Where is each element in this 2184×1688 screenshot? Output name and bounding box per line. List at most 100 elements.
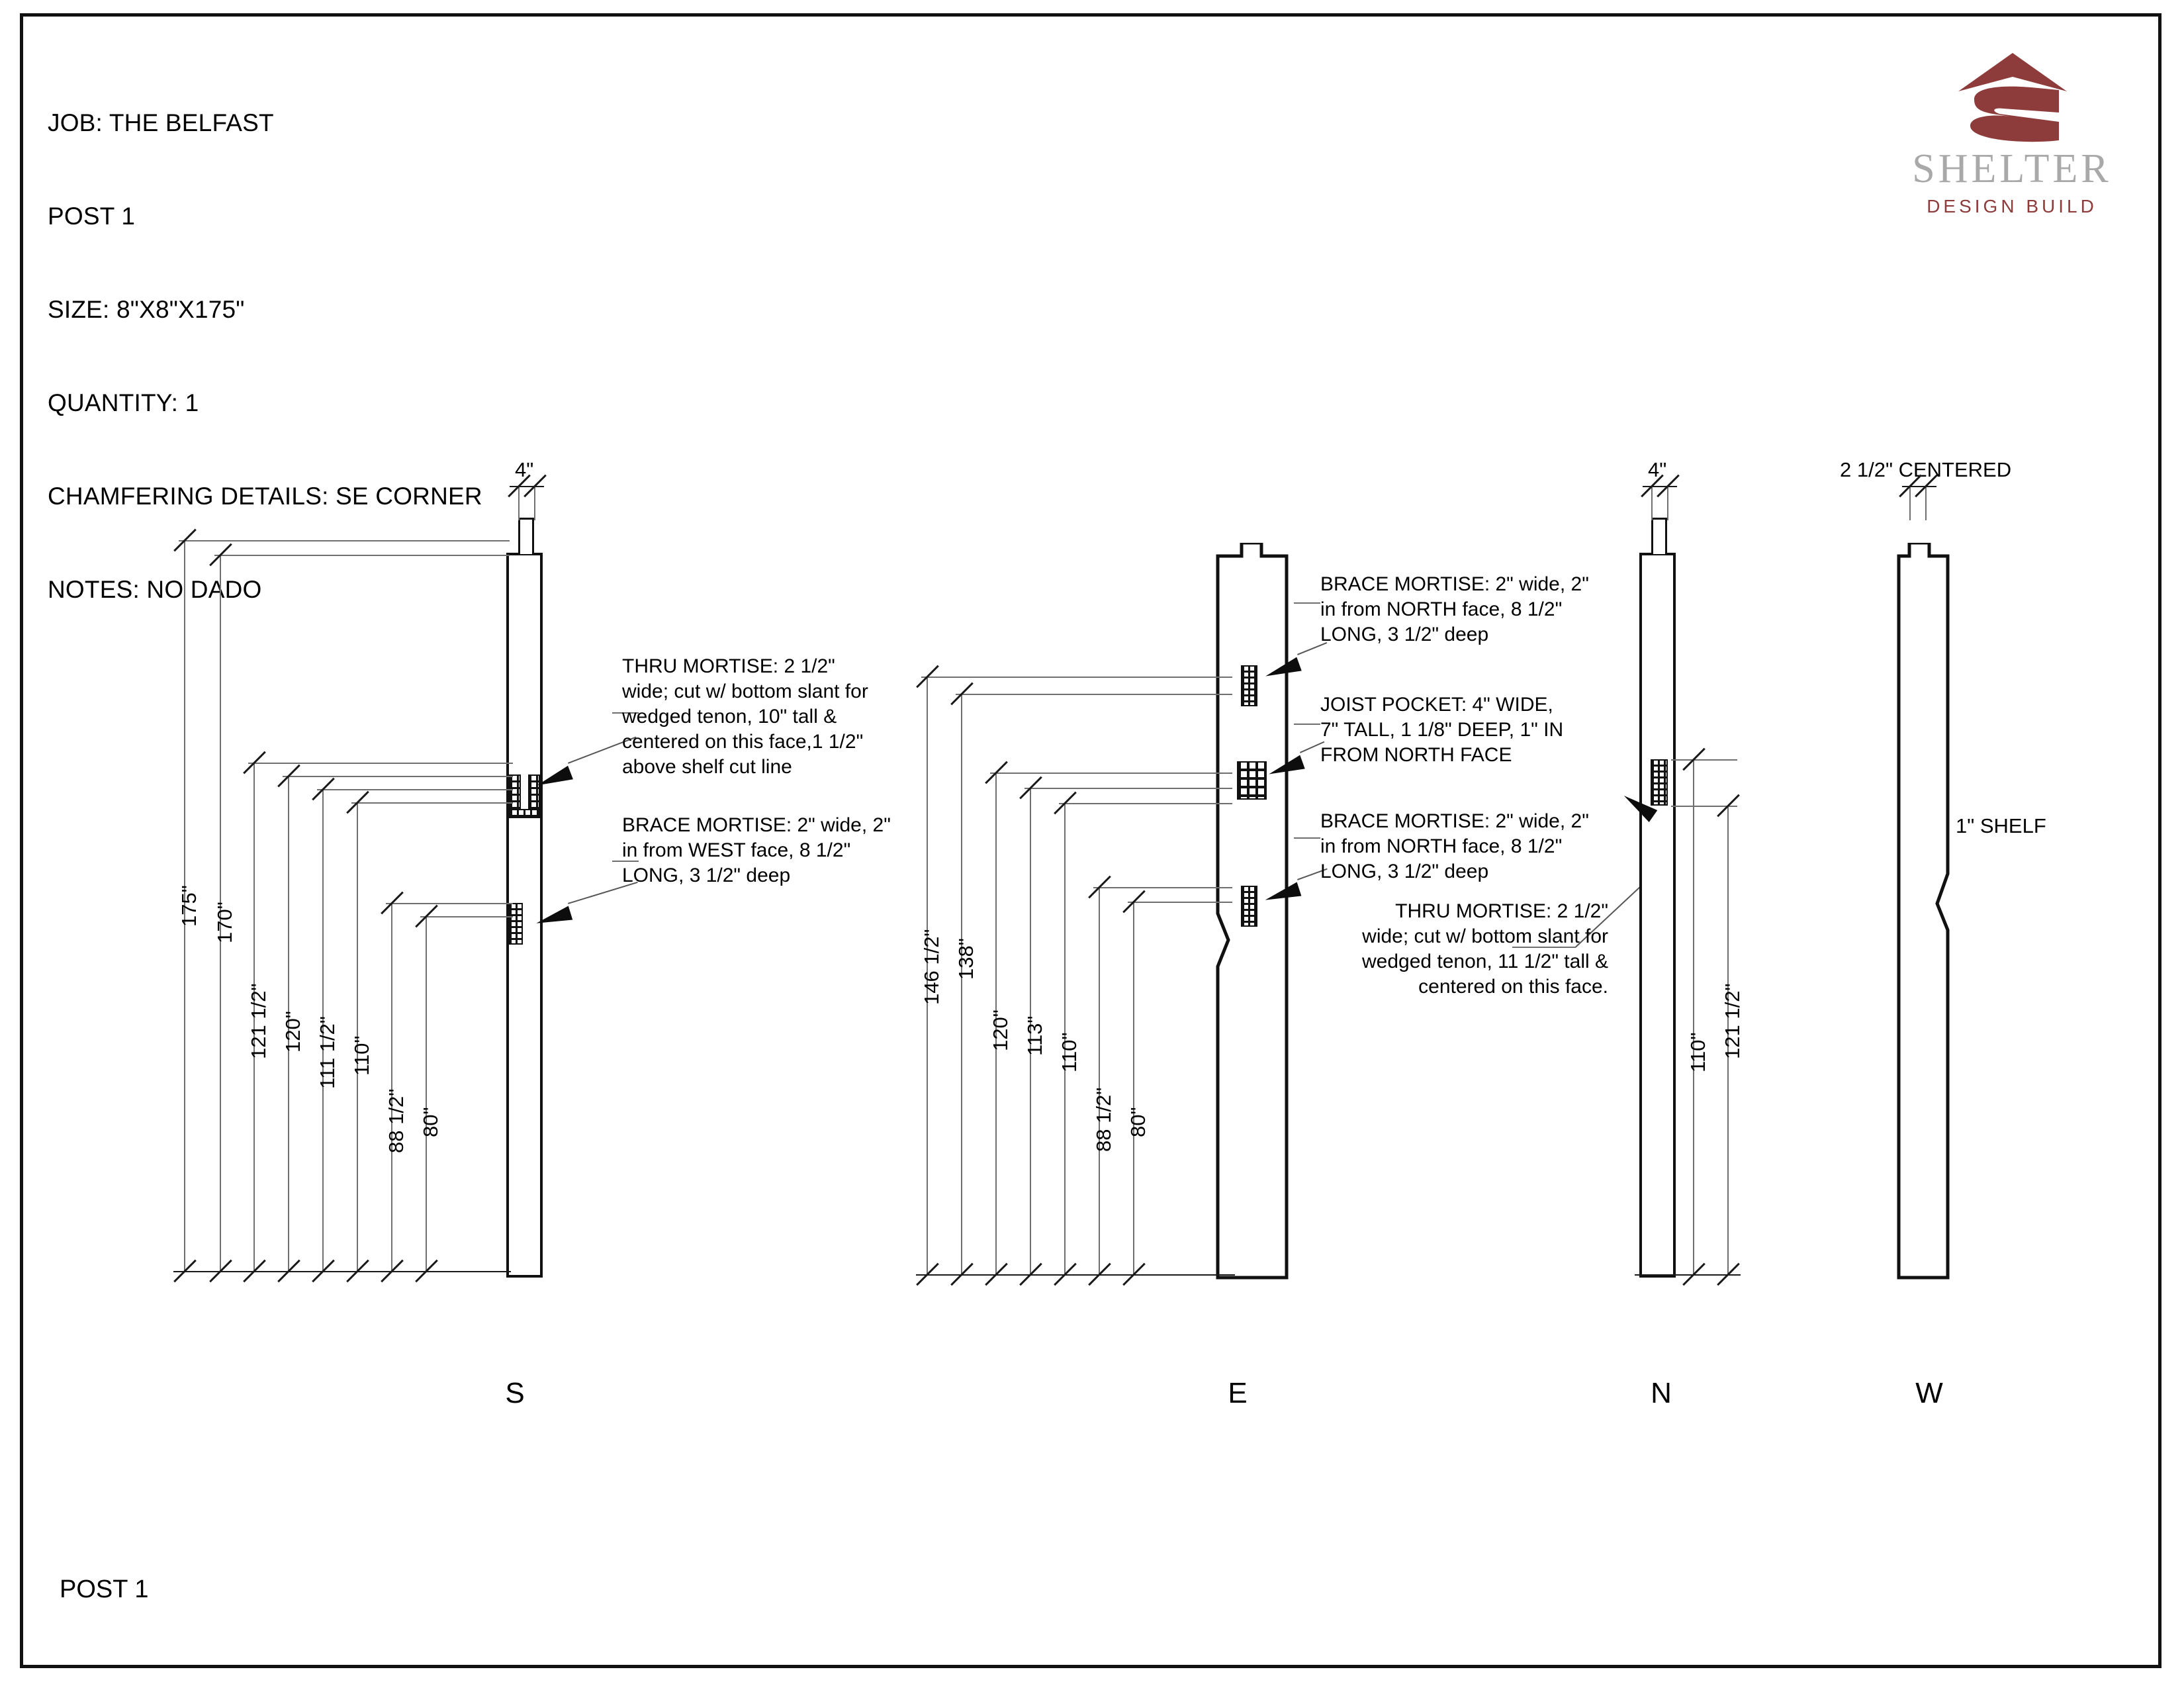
- tenon-dim-label-south: 4": [515, 458, 534, 481]
- dim-value-south-6: 88 1/2": [385, 1088, 408, 1153]
- dim-ext-line-7-south: [391, 903, 392, 1271]
- dim-line-88h-south: [386, 903, 513, 904]
- footer-post-label: POST 1: [60, 1575, 149, 1603]
- leader-stub-brace-mortise-south: [612, 861, 639, 862]
- dim-ext-line-7-east: [1133, 902, 1134, 1274]
- dim-ext-line-6-south: [357, 802, 358, 1271]
- post-outline-west: [1897, 543, 1950, 1280]
- brace-mortise-hatch-top-east: [1241, 665, 1257, 706]
- logo-tagline: DESIGN BUILD: [1927, 196, 2097, 216]
- dim-value-south-5: 110": [350, 1035, 373, 1076]
- tenon-ext-line-left-north: [1651, 486, 1653, 520]
- dim-line-110-east: [1059, 803, 1232, 804]
- tenon-dim-label-north: 4": [1648, 458, 1667, 481]
- leader-stub-brace-bottom-east: [1294, 837, 1320, 839]
- dim-ext-line-3-south: [253, 763, 255, 1271]
- leader-stub-thru-mortise-south: [612, 712, 639, 714]
- tenon-ext-line-left-west: [1909, 486, 1911, 520]
- dim-line-113-east: [1024, 788, 1232, 789]
- note-joist-pocket-east: JOIST POCKET: 4" WIDE, 7" TALL, 1 1/8" D…: [1320, 694, 1564, 766]
- title-job: JOB: THE BELFAST: [48, 109, 274, 136]
- dim-baseline-south: [173, 1271, 511, 1272]
- leader-stub-brace-top-east: [1294, 602, 1320, 604]
- dim-value-south-7: 80": [419, 1107, 442, 1138]
- dim-ext-line-8-south: [426, 916, 427, 1271]
- shelf-label-west: 1" SHELF: [1956, 814, 2046, 837]
- note-brace-mortise-top-east: BRACE MORTISE: 2" wide, 2" in from NORTH…: [1320, 573, 1589, 645]
- dim-ext-line-3-east: [995, 773, 997, 1274]
- tenon-dim-line-west: [1902, 486, 1936, 487]
- tenon-ext-line-right-south: [534, 486, 535, 520]
- title-notes: NOTES: NO DADO: [48, 576, 262, 603]
- dim-baseline-north: [1635, 1274, 1741, 1276]
- dim-line-138-east: [956, 694, 1232, 695]
- dim-ext-line-5-east: [1064, 803, 1066, 1274]
- dim-ext-line-6-east: [1099, 887, 1100, 1274]
- dim-value-north-0: 110": [1686, 1032, 1709, 1072]
- dim-line-88h-east: [1093, 887, 1232, 888]
- dim-ext-line-1-east: [927, 677, 928, 1274]
- leader-stub-thru-mortise-east: [1512, 947, 1576, 948]
- dim-ext-line-1-north: [1693, 759, 1694, 1274]
- tenon-dim-line-south: [510, 486, 544, 487]
- dim-line-110-north: [1671, 759, 1737, 761]
- dim-value-south-0: 175": [177, 885, 201, 927]
- dim-value-north-1: 121 1/2": [1721, 983, 1744, 1059]
- dim-value-east-5: 88 1/2": [1092, 1087, 1115, 1152]
- tenon-ext-line-left-south: [518, 486, 520, 520]
- title-size: SIZE: 8"X8"X175": [48, 296, 245, 323]
- view-label-west: W: [1915, 1377, 1943, 1409]
- dim-ext-line-2-south: [220, 555, 221, 1271]
- dim-baseline-east: [916, 1274, 1235, 1276]
- title-block: JOB: THE BELFAST POST 1 SIZE: 8"X8"X175"…: [48, 45, 482, 667]
- logo-wordmark: SHELTER: [1912, 146, 2112, 191]
- dim-line-121h-north: [1671, 806, 1737, 807]
- post-tenon-south: [518, 518, 534, 554]
- dim-ext-line-2-north: [1727, 806, 1729, 1274]
- dim-line-110-south: [351, 802, 513, 804]
- dim-ext-line-5-south: [322, 789, 324, 1271]
- tenon-dim-line-north: [1643, 486, 1677, 487]
- dim-ext-line-4-east: [1030, 788, 1031, 1274]
- note-brace-mortise-bottom-east: BRACE MORTISE: 2" wide, 2" in from NORTH…: [1320, 810, 1589, 882]
- note-brace-mortise-south: BRACE MORTISE: 2" wide, 2" in from WEST …: [622, 814, 891, 886]
- dim-value-south-1: 170": [213, 902, 236, 943]
- dim-value-east-1: 138": [954, 938, 978, 980]
- dim-value-south-2: 121 1/2": [247, 983, 270, 1059]
- title-quantity: QUANTITY: 1: [48, 389, 199, 416]
- post-tenon-north: [1651, 518, 1667, 554]
- dim-value-east-4: 110": [1058, 1032, 1081, 1072]
- brace-mortise-hatch-south: [508, 903, 523, 945]
- brace-mortise-hatch-bottom-east: [1241, 886, 1257, 927]
- thru-mortise-hatch-north: [1651, 759, 1668, 806]
- dim-value-east-0: 146 1/2": [920, 929, 943, 1005]
- dim-line-80-south: [420, 916, 513, 917]
- dim-line-121h-south: [248, 763, 513, 764]
- dim-line-175-south: [179, 540, 510, 541]
- dim-ext-line-2-east: [961, 694, 962, 1274]
- title-chamfering: CHAMFERING DETAILS: SE CORNER: [48, 483, 482, 510]
- dim-line-120-south: [283, 776, 513, 777]
- note-thru-mortise-south: THRU MORTISE: 2 1/2" wide; cut w/ bottom…: [622, 655, 868, 778]
- dim-line-146h-east: [921, 677, 1232, 678]
- dim-ext-line-4-south: [288, 776, 289, 1271]
- leader-stub-joist-pocket-east: [1294, 724, 1320, 725]
- dim-ext-line-1-south: [184, 540, 185, 1271]
- title-post: POST 1: [48, 203, 136, 230]
- note-thru-mortise-east: THRU MORTISE: 2 1/2" wide; cut w/ bottom…: [1361, 900, 1608, 998]
- thru-mortise-hatch-right-south: [528, 774, 540, 818]
- thru-mortise-hatch-bottom-south: [509, 809, 540, 818]
- tenon-ext-line-right-west: [1925, 486, 1927, 520]
- dim-value-east-6: 80": [1126, 1107, 1150, 1138]
- dim-line-80-east: [1128, 902, 1232, 903]
- dim-line-120-east: [990, 773, 1232, 774]
- dim-value-south-3: 120": [281, 1011, 304, 1053]
- view-label-north: N: [1651, 1377, 1672, 1409]
- tenon-ext-line-right-north: [1667, 486, 1668, 520]
- company-logo: SHELTER DESIGN BUILD: [1889, 48, 2134, 220]
- dim-value-south-4: 111 1/2": [316, 1016, 339, 1089]
- post-outline-north: [1639, 553, 1676, 1278]
- dim-line-111h-south: [317, 789, 513, 790]
- shelter-roof-s-icon: [1958, 53, 2067, 142]
